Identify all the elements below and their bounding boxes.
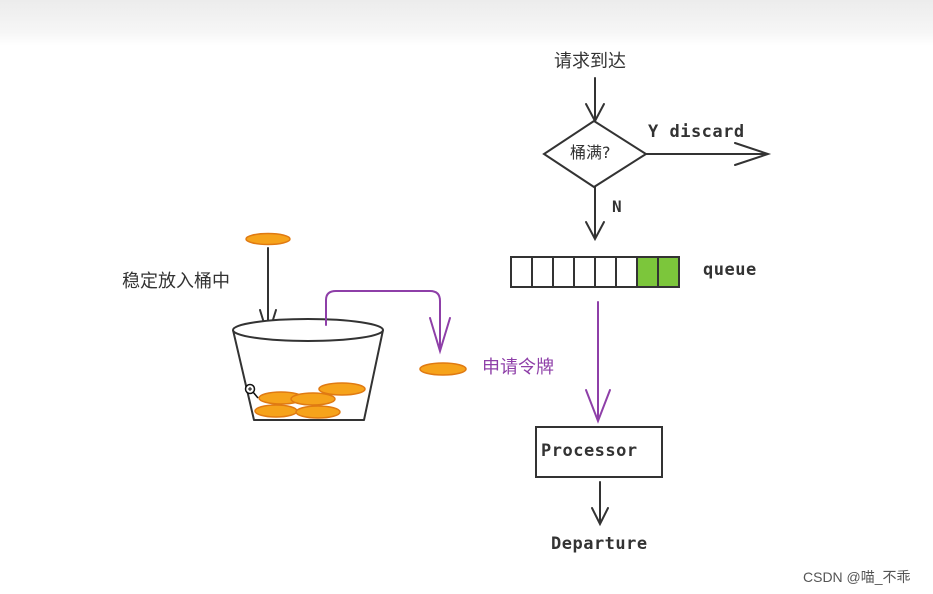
apply-token-label: 申请令牌 — [482, 357, 554, 378]
queue-label: queue — [703, 260, 757, 280]
departure-arrow — [591, 481, 609, 527]
queue-cell-filled — [657, 256, 680, 288]
request-arrival-label: 请求到达 — [554, 51, 626, 72]
queue-cell-empty — [573, 256, 596, 288]
csdn-watermark: CSDN @喵_不乖 — [803, 569, 911, 585]
requested-token — [419, 362, 467, 376]
yes-discard-label: Y discard — [648, 122, 745, 142]
zoom-cursor-icon — [244, 383, 259, 399]
queue-cell-empty — [531, 256, 554, 288]
departure-label: Departure — [551, 534, 648, 554]
processor-label: Processor — [541, 441, 638, 461]
bucket-tokens — [254, 382, 366, 419]
discard-arrow — [645, 142, 772, 166]
apply-token-arrow — [325, 290, 451, 355]
queue-cell-empty — [615, 256, 638, 288]
falling-token — [245, 232, 291, 246]
queue-cell-filled — [636, 256, 659, 288]
processor-box — [535, 426, 663, 478]
queue-to-processor-arrow — [585, 301, 611, 424]
arrival-arrow — [585, 77, 605, 124]
steady-put-label: 稳定放入桶中 — [122, 271, 230, 292]
no-arrow — [585, 186, 605, 242]
queue-cell-empty — [510, 256, 533, 288]
queue-cell-empty — [552, 256, 575, 288]
no-label: N — [612, 197, 623, 216]
top-bar — [0, 0, 933, 46]
queue-cell-empty — [594, 256, 617, 288]
queue-box — [510, 256, 680, 288]
bucket-full-label: 桶满? — [570, 143, 611, 162]
